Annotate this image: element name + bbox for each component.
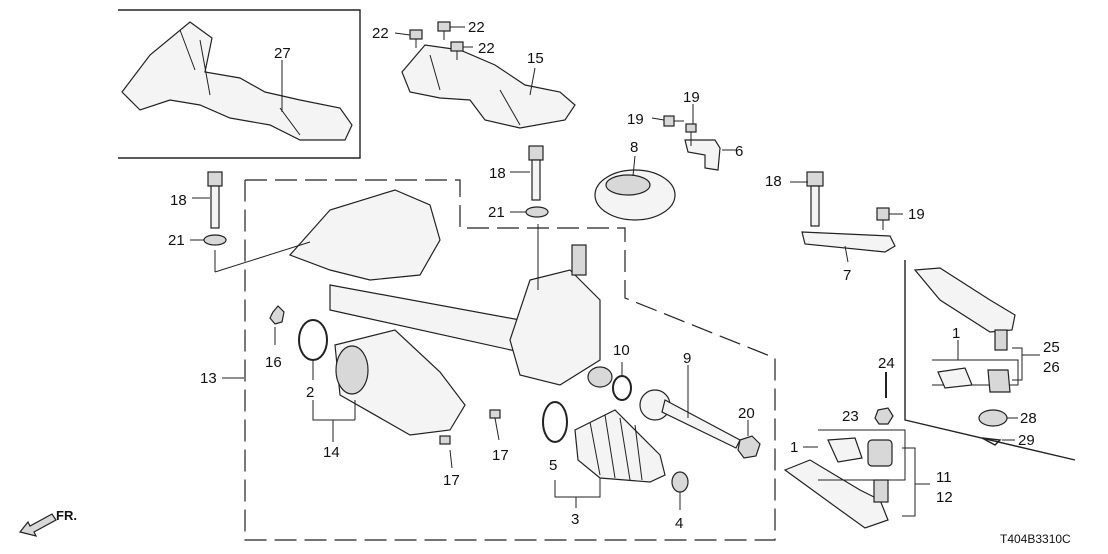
callout-4: 4	[675, 515, 683, 532]
callout-15: 15	[527, 50, 544, 67]
bolt-17a[interactable]	[489, 409, 501, 441]
callout-27: 27	[274, 45, 291, 62]
callout-26: 26	[1043, 359, 1060, 376]
callout-22b: 22	[468, 19, 485, 36]
washer-21-left[interactable]	[190, 234, 227, 246]
bolt-19b[interactable]	[685, 123, 697, 146]
callout-5: 5	[549, 457, 557, 474]
callout-21a: 21	[168, 232, 185, 249]
callout-9: 9	[683, 350, 691, 367]
tie-rod-end-11[interactable]	[783, 447, 930, 529]
callout-3: 3	[571, 511, 579, 528]
callout-1a: 1	[952, 325, 960, 342]
bracket-line-3	[554, 478, 601, 498]
motor-14[interactable]	[334, 329, 466, 436]
steering-gearbox[interactable]	[214, 189, 613, 388]
spacer-16[interactable]	[269, 305, 285, 345]
callout-12: 12	[936, 489, 953, 506]
front-direction-arrow	[18, 513, 57, 537]
callout-13: 13	[200, 370, 217, 387]
callout-17a: 17	[492, 447, 509, 464]
grommet-8[interactable]	[594, 155, 676, 221]
callout-2: 2	[306, 384, 314, 401]
callout-29: 29	[1018, 432, 1035, 449]
callout-22c: 22	[478, 40, 495, 57]
callout-18b: 18	[489, 165, 506, 182]
bracket-line-14	[312, 400, 355, 421]
callout-28: 28	[1020, 410, 1037, 427]
tie-rod-end-25[interactable]	[913, 267, 1016, 333]
callout-7: 7	[843, 267, 851, 284]
clip-4[interactable]	[671, 471, 689, 510]
bolt-18-center[interactable]	[510, 145, 544, 201]
bolt-19-right[interactable]	[876, 207, 903, 230]
tie-rod-end-inset	[904, 260, 1076, 461]
callout-25: 25	[1043, 339, 1060, 356]
clip-29[interactable]	[981, 437, 1015, 446]
tie-rod-9[interactable]	[639, 365, 741, 449]
callout-6: 6	[735, 143, 743, 160]
callout-19a: 19	[627, 111, 644, 128]
callout-8: 8	[630, 139, 638, 156]
callout-23: 23	[842, 408, 859, 425]
nut-20[interactable]	[737, 420, 761, 459]
bolt-22b[interactable]	[437, 21, 451, 40]
callout-18c: 18	[765, 173, 782, 190]
clamp-5[interactable]	[542, 401, 568, 443]
washer-21-center[interactable]	[510, 206, 549, 218]
bolt-18-right[interactable]	[790, 171, 824, 227]
callout-18a: 18	[170, 192, 187, 209]
front-direction-label: FR.	[56, 508, 77, 523]
bolt-18-left[interactable]	[192, 171, 223, 229]
bolt-22a[interactable]	[409, 29, 423, 48]
heat-shield-27[interactable]	[121, 21, 353, 141]
diagram-code: T404B3310C	[1000, 532, 1071, 546]
callout-11: 11	[936, 469, 952, 486]
gearbox-outline	[222, 179, 776, 541]
nut-23[interactable]	[874, 407, 894, 425]
callout-14: 14	[323, 444, 340, 461]
heat-shield-inset	[118, 9, 361, 159]
callout-1b: 1	[790, 439, 798, 456]
heat-shield-15[interactable]	[401, 44, 576, 129]
stay-7[interactable]	[801, 231, 896, 263]
callout-19b: 19	[683, 89, 700, 106]
callout-19c: 19	[908, 206, 925, 223]
cap-28[interactable]	[978, 409, 1018, 427]
bracket-6[interactable]	[684, 139, 721, 171]
boot-3[interactable]	[574, 409, 666, 483]
callout-24: 24	[878, 355, 895, 372]
callout-10: 10	[613, 342, 630, 359]
bracket-group	[651, 104, 736, 171]
callout-22a: 22	[372, 25, 389, 42]
o-ring-2[interactable]	[298, 319, 328, 380]
callout-17b: 17	[443, 472, 460, 489]
upper-shield-group	[394, 21, 576, 129]
callout-21b: 21	[488, 204, 505, 221]
ring-10[interactable]	[612, 362, 632, 401]
bolt-17b[interactable]	[439, 435, 453, 469]
bolt-19a[interactable]	[663, 115, 684, 127]
callout-20: 20	[738, 405, 755, 422]
boot-kit-1-bottom[interactable]	[803, 429, 906, 481]
callout-16: 16	[265, 354, 282, 371]
